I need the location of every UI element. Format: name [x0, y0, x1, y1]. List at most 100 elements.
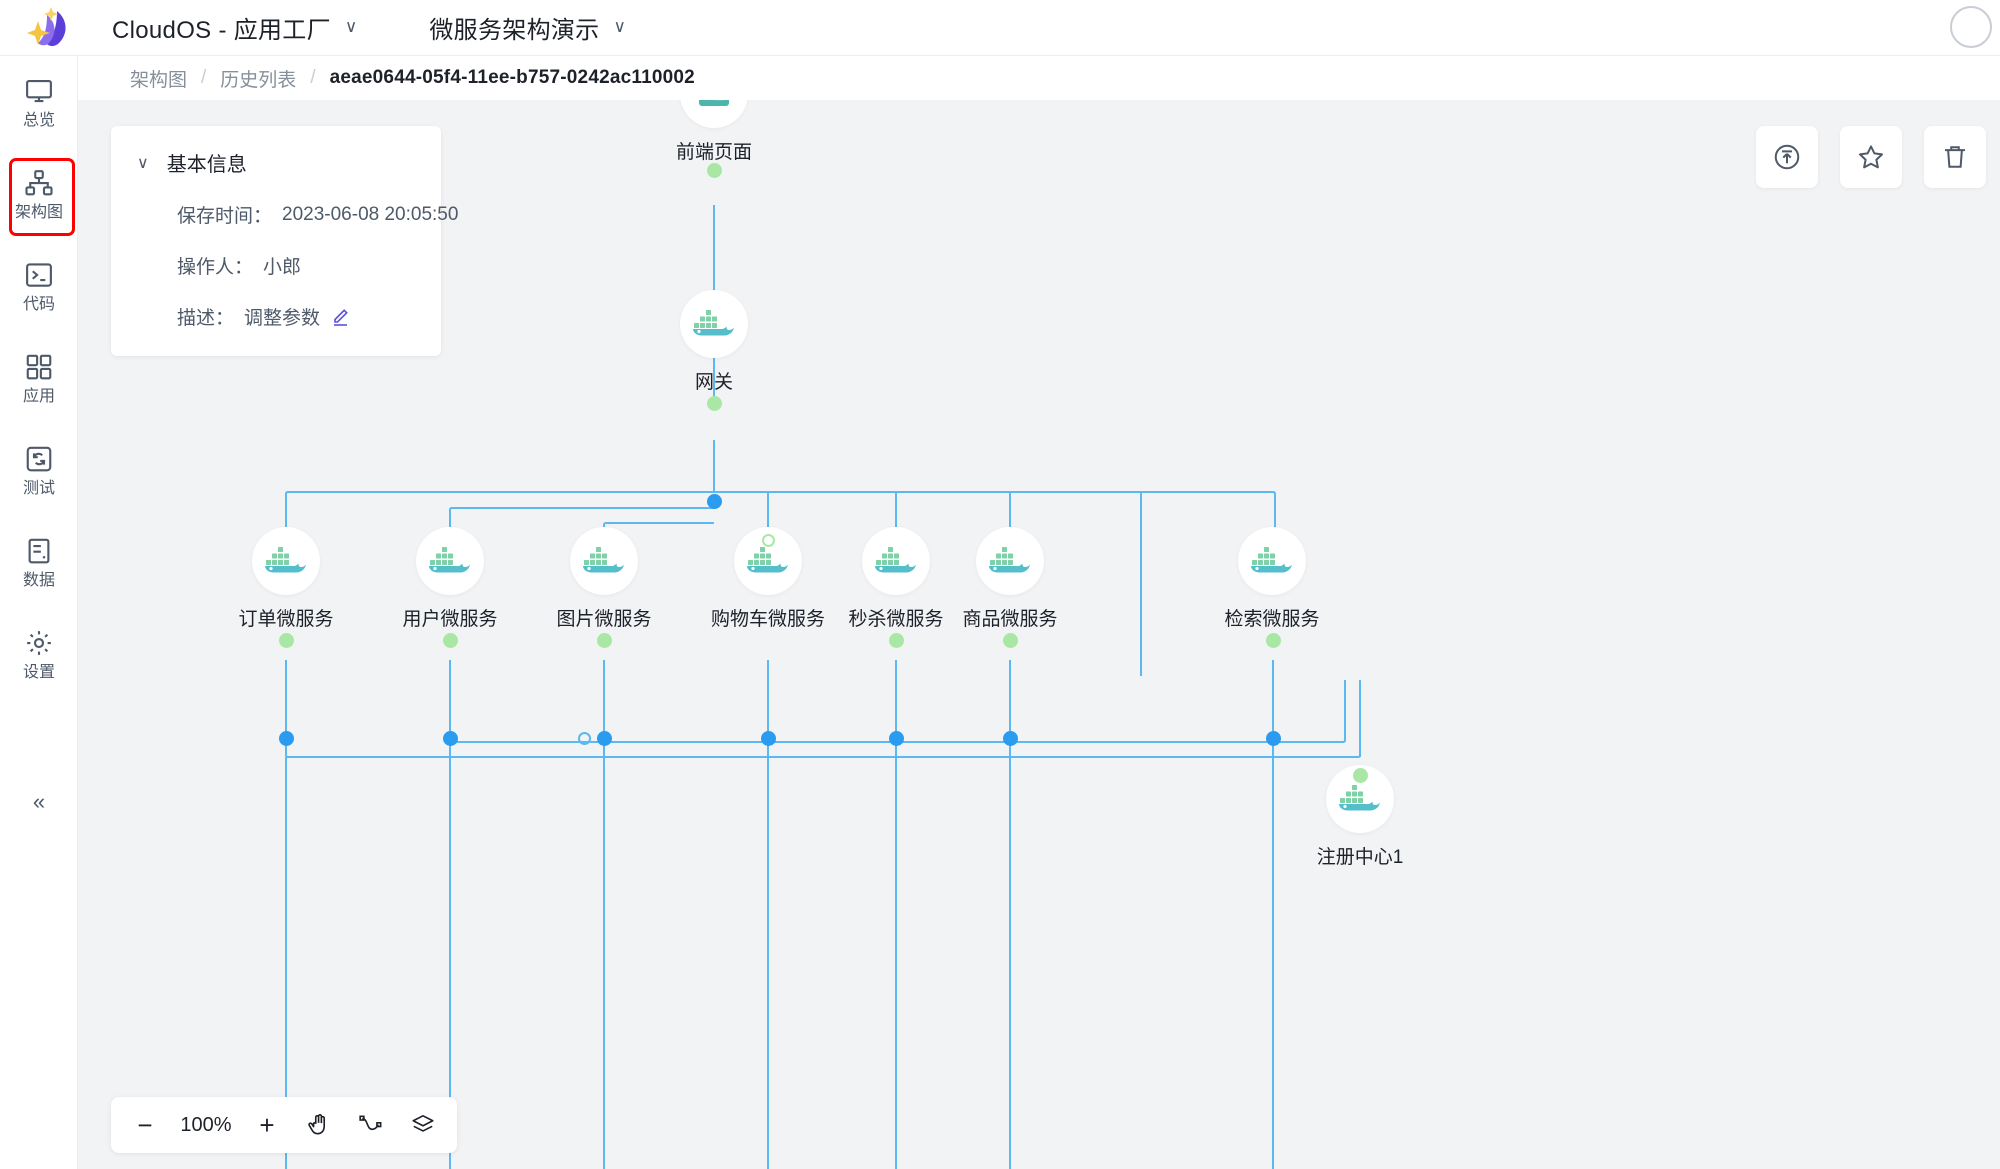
node-product-service[interactable]: 商品微服务	[935, 527, 1085, 631]
port-in-registry-center[interactable]	[1353, 768, 1368, 783]
save-time-value: 2023-06-08 20:05:50	[282, 203, 459, 225]
description-label: 描述：	[177, 308, 235, 329]
node-icon-wrap[interactable]	[252, 527, 320, 595]
save-time-label: 保存时间：	[177, 206, 273, 227]
refresh-box-icon	[26, 446, 52, 471]
sidebar-item-label: 测试	[22, 479, 55, 497]
port-out-product-service[interactable]	[1003, 731, 1018, 746]
port-out-gateway[interactable]	[707, 494, 722, 509]
node-label: 秒杀微服务	[848, 609, 944, 630]
port-out-seckill-service[interactable]	[889, 731, 904, 746]
port-in-frontend[interactable]	[707, 163, 722, 178]
port-out-search-service[interactable]	[1266, 731, 1281, 746]
favorite-button[interactable]	[1840, 126, 1902, 188]
basic-info-header[interactable]: ∨ 基本信息	[137, 148, 415, 177]
node-label: 订单微服务	[238, 609, 334, 630]
port-in-user-service[interactable]	[443, 633, 458, 648]
edge-route-button[interactable]	[345, 1099, 397, 1151]
operator-row: 操作人： 小郎	[137, 252, 415, 279]
pan-tool-button[interactable]	[293, 1099, 345, 1151]
layers-button[interactable]	[397, 1099, 449, 1151]
top-bar: CloudOS - 应用工厂 ∨ 微服务架构演示 ∨	[0, 0, 2000, 56]
avatar[interactable]	[1950, 6, 1992, 48]
breadcrumb-root[interactable]: 架构图	[130, 69, 188, 91]
terminal-icon	[26, 262, 52, 287]
node-label: 购物车微服务	[710, 609, 825, 630]
circle-arrow-up-icon	[1774, 144, 1800, 170]
node-label: 商品微服务	[962, 609, 1058, 630]
terminal-window-icon	[699, 100, 729, 106]
node-image-service[interactable]: 图片微服务	[529, 527, 679, 631]
publish-button[interactable]	[1756, 126, 1818, 188]
node-label: 注册中心1	[1316, 847, 1404, 868]
node-label: 图片微服务	[556, 609, 652, 630]
node-seckill-service[interactable]: 秒杀微服务	[821, 527, 971, 631]
breadcrumb-history-list[interactable]: 历史列表	[220, 69, 297, 91]
app-logo[interactable]	[0, 6, 100, 49]
zoom-out-button[interactable]: −	[119, 1099, 171, 1151]
node-icon-wrap[interactable]	[1238, 527, 1306, 595]
plus-icon: +	[259, 1109, 275, 1140]
node-registry-center[interactable]: 注册中心1	[1285, 765, 1435, 869]
sidebar-item-label: 代码	[22, 295, 55, 313]
port-in-search-service[interactable]	[1266, 633, 1281, 648]
port-hollow-cart-service[interactable]	[762, 534, 775, 547]
sitemap-icon	[25, 169, 53, 195]
node-label: 用户微服务	[402, 609, 498, 630]
zoom-in-button[interactable]: +	[241, 1099, 293, 1151]
node-user-service[interactable]: 用户微服务	[375, 527, 525, 631]
sidebar-item-label: 架构图	[14, 203, 63, 221]
port-out-image-service[interactable]	[597, 731, 612, 746]
docker-whale-icon	[1339, 785, 1380, 811]
node-search-service[interactable]: 检索微服务	[1197, 527, 1347, 631]
port-in-gateway[interactable]	[707, 396, 722, 411]
sparkle-logo-icon	[27, 6, 66, 46]
sidebar-item-label: 应用	[22, 387, 55, 405]
chevron-down-icon: ∨	[137, 154, 149, 172]
sidebar-item-test[interactable]: 测试	[0, 424, 78, 516]
sidebar-item-architecture[interactable]: 架构图	[0, 148, 78, 240]
port-out-cart-service[interactable]	[761, 731, 776, 746]
pencil-edit-icon	[334, 308, 348, 326]
node-icon-wrap[interactable]	[976, 527, 1044, 595]
sidebar-item-overview[interactable]: 总览	[0, 56, 78, 148]
canvas-actions	[1756, 126, 1986, 188]
chevron-down-icon: ∨	[613, 16, 626, 36]
docker-whale-icon	[747, 547, 788, 573]
port-in-order-service[interactable]	[279, 633, 294, 648]
docker-whale-icon	[989, 547, 1030, 573]
node-icon-wrap[interactable]	[416, 527, 484, 595]
port-hollow-image-service[interactable]	[578, 732, 591, 745]
delete-button[interactable]	[1924, 126, 1986, 188]
port-in-image-service[interactable]	[597, 633, 612, 648]
project-switcher[interactable]: 微服务架构演示 ∨	[417, 10, 626, 45]
sidebar-item-data[interactable]: 数据	[0, 516, 78, 608]
layers-icon	[412, 1114, 434, 1132]
sidebar-item-code[interactable]: 代码	[0, 240, 78, 332]
sidebar-item-application[interactable]: 应用	[0, 332, 78, 424]
operator-label: 操作人：	[177, 257, 254, 278]
port-out-order-service[interactable]	[279, 731, 294, 746]
node-label: 检索微服务	[1224, 609, 1320, 630]
node-icon-wrap[interactable]	[680, 290, 748, 358]
trash-icon	[1945, 146, 1965, 168]
sidebar-item-label: 设置	[22, 663, 55, 681]
port-in-seckill-service[interactable]	[889, 633, 904, 648]
node-icon-wrap[interactable]	[862, 527, 930, 595]
operator-value: 小郎	[263, 257, 302, 278]
sidebar-item-settings[interactable]: 设置	[0, 608, 78, 700]
breadcrumb-current-id: aeae0644-05f4-11ee-b757-0242ac110002	[329, 67, 695, 88]
node-gateway[interactable]: 网关	[639, 290, 789, 394]
brand-switcher[interactable]: CloudOS - 应用工厂 ∨	[100, 10, 357, 45]
architecture-canvas[interactable]: 前端页面 网关	[78, 100, 2000, 1169]
port-out-user-service[interactable]	[443, 731, 458, 746]
port-in-product-service[interactable]	[1003, 633, 1018, 648]
description-value: 调整参数	[244, 308, 321, 329]
node-icon-wrap[interactable]	[680, 100, 748, 128]
edit-description-button[interactable]	[330, 307, 350, 327]
sidebar-collapse-button[interactable]: «	[0, 772, 78, 832]
node-order-service[interactable]: 订单微服务	[211, 527, 361, 631]
breadcrumb: 架构图 / 历史列表 / aeae0644-05f4-11ee-b757-024…	[78, 56, 2000, 100]
node-icon-wrap[interactable]	[570, 527, 638, 595]
node-frontend[interactable]: 前端页面	[639, 100, 789, 164]
